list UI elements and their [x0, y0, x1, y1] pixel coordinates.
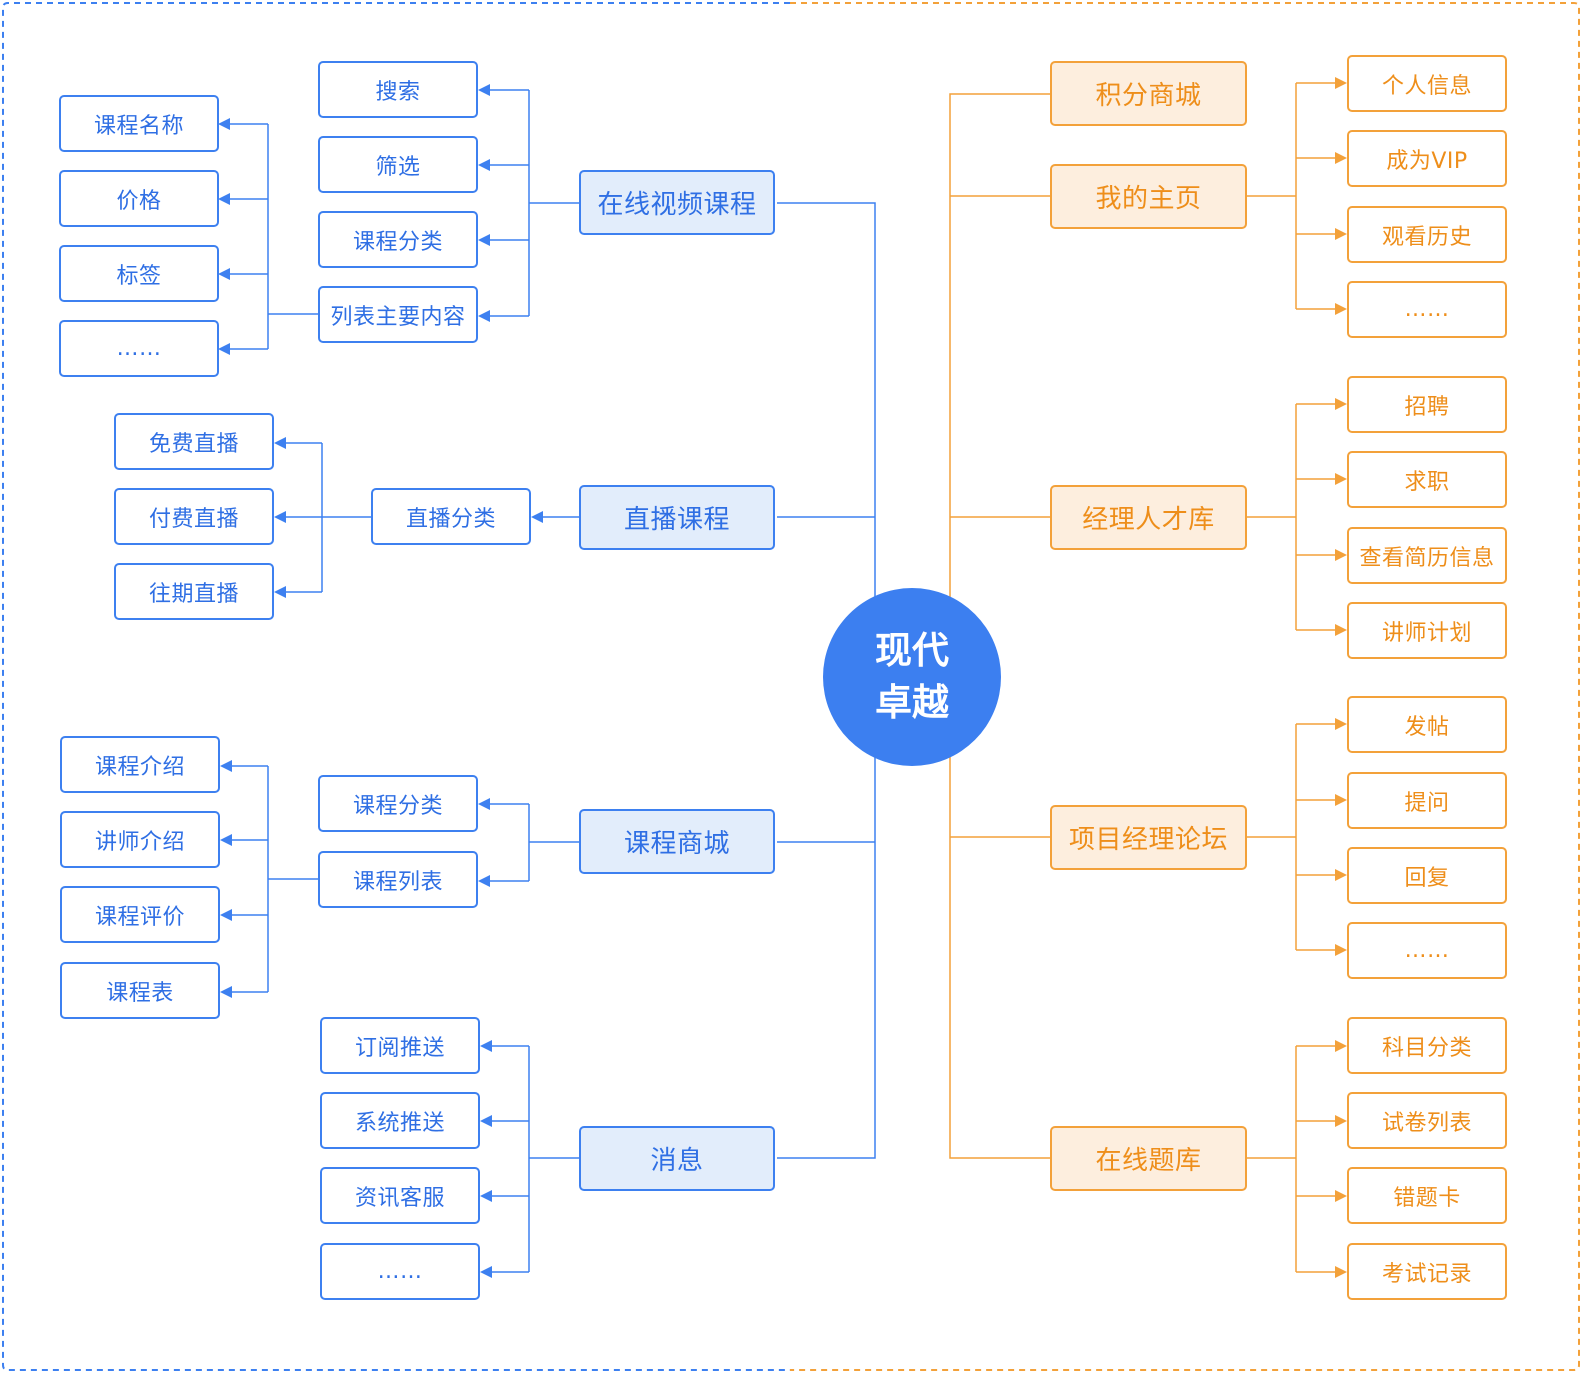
node-course-schedule[interactable]: 课程表 — [60, 962, 220, 1019]
node-paper-list[interactable]: 试卷列表 — [1347, 1092, 1507, 1149]
node-online-question-bank[interactable]: 在线题库 — [1050, 1126, 1247, 1191]
frame-border-orange — [790, 2, 1580, 1371]
node-course-intro[interactable]: 课程介绍 — [60, 736, 220, 793]
node-reply[interactable]: 回复 — [1347, 847, 1507, 904]
node-wrong-question-card[interactable]: 错题卡 — [1347, 1167, 1507, 1224]
node-my-homepage[interactable]: 我的主页 — [1050, 164, 1247, 229]
node-ask[interactable]: 提问 — [1347, 772, 1507, 829]
node-free-live[interactable]: 免费直播 — [114, 413, 274, 470]
node-lecturer-intro[interactable]: 讲师介绍 — [60, 811, 220, 868]
frame-border-blue — [2, 2, 790, 1371]
node-post[interactable]: 发帖 — [1347, 696, 1507, 753]
node-pm-forum[interactable]: 项目经理论坛 — [1050, 805, 1247, 870]
node-recruit[interactable]: 招聘 — [1347, 376, 1507, 433]
node-message-more[interactable]: …… — [320, 1243, 480, 1300]
node-live-course[interactable]: 直播课程 — [579, 485, 775, 550]
node-exam-record[interactable]: 考试记录 — [1347, 1243, 1507, 1300]
node-more-ellipsis[interactable]: …… — [59, 320, 219, 377]
node-personal-info[interactable]: 个人信息 — [1347, 55, 1507, 112]
node-tag[interactable]: 标签 — [59, 245, 219, 302]
node-list-main-content[interactable]: 列表主要内容 — [318, 286, 478, 343]
node-watch-history[interactable]: 观看历史 — [1347, 206, 1507, 263]
node-lecturer-plan[interactable]: 讲师计划 — [1347, 602, 1507, 659]
node-talent-pool[interactable]: 经理人才库 — [1050, 485, 1247, 550]
node-homepage-more[interactable]: …… — [1347, 281, 1507, 338]
node-system-push[interactable]: 系统推送 — [320, 1092, 480, 1149]
center-label-line2: 卓越 — [875, 681, 949, 724]
node-become-vip[interactable]: 成为VIP — [1347, 130, 1507, 187]
node-past-live[interactable]: 往期直播 — [114, 563, 274, 620]
node-search[interactable]: 搜索 — [318, 61, 478, 118]
node-price[interactable]: 价格 — [59, 170, 219, 227]
node-course-mall[interactable]: 课程商城 — [579, 809, 775, 874]
node-forum-more[interactable]: …… — [1347, 922, 1507, 979]
node-online-video-course[interactable]: 在线视频课程 — [579, 170, 775, 235]
node-filter[interactable]: 筛选 — [318, 136, 478, 193]
node-points-mall[interactable]: 积分商城 — [1050, 61, 1247, 126]
center-label-line1: 现代 — [875, 629, 949, 672]
node-subject-category[interactable]: 科目分类 — [1347, 1017, 1507, 1074]
node-course-name[interactable]: 课程名称 — [59, 95, 219, 152]
node-message[interactable]: 消息 — [579, 1126, 775, 1191]
node-live-category[interactable]: 直播分类 — [371, 488, 531, 545]
node-course-category[interactable]: 课程分类 — [318, 211, 478, 268]
node-view-resume[interactable]: 查看简历信息 — [1347, 527, 1507, 584]
center-node: 现代 卓越 — [823, 588, 1001, 766]
node-subscription-push[interactable]: 订阅推送 — [320, 1017, 480, 1074]
node-course-list[interactable]: 课程列表 — [318, 851, 478, 908]
node-mall-category[interactable]: 课程分类 — [318, 775, 478, 832]
node-news-service[interactable]: 资讯客服 — [320, 1167, 480, 1224]
node-job-seeking[interactable]: 求职 — [1347, 451, 1507, 508]
node-paid-live[interactable]: 付费直播 — [114, 488, 274, 545]
node-course-review[interactable]: 课程评价 — [60, 886, 220, 943]
